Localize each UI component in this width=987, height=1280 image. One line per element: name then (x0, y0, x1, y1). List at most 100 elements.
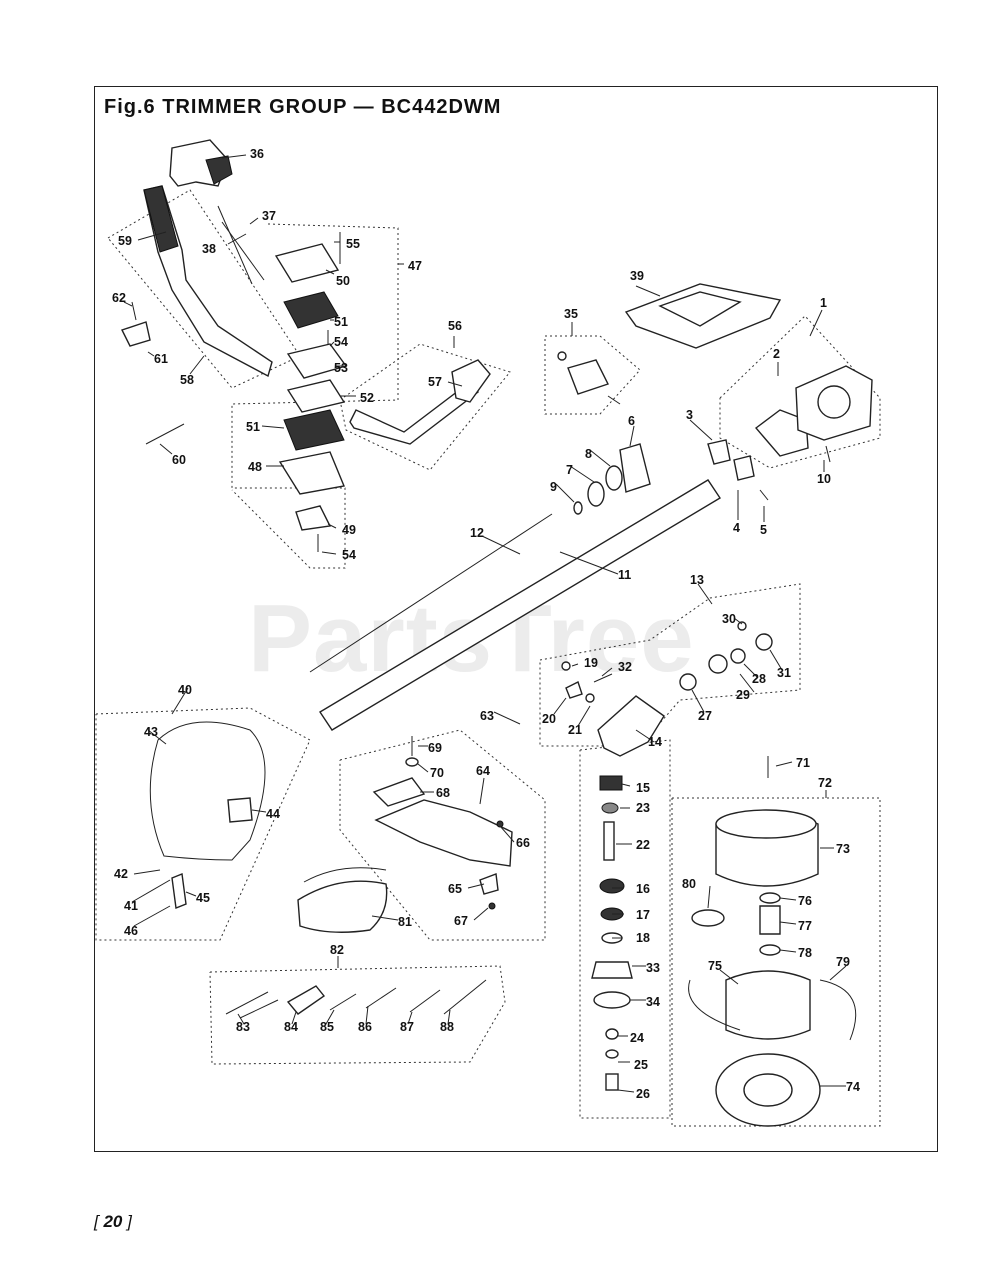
callout-14: 14 (648, 735, 662, 749)
clutch-housing-parts (754, 365, 873, 463)
callout-76: 76 (798, 894, 812, 908)
callout-61: 61 (154, 352, 168, 366)
callout-65: 65 (448, 882, 462, 896)
callout-29: 29 (736, 688, 750, 702)
callout-60: 60 (172, 453, 186, 467)
callout-52: 52 (360, 391, 374, 405)
callout-62: 62 (112, 291, 126, 305)
callout-30: 30 (722, 612, 736, 626)
callout-36: 36 (250, 147, 264, 161)
callout-5: 5 (760, 523, 767, 537)
callout-40: 40 (178, 683, 192, 697)
callout-47: 47 (408, 259, 422, 273)
callout-44: 44 (266, 807, 280, 821)
callout-88: 88 (440, 1020, 454, 1034)
callout-83: 83 (236, 1020, 250, 1034)
harness-parts (149, 721, 266, 909)
callout-58: 58 (180, 373, 194, 387)
leader-lines (123, 154, 847, 1093)
spindle-stack-parts (591, 775, 633, 1091)
callout-78: 78 (798, 946, 812, 960)
callout-23: 23 (636, 801, 650, 815)
page-number-value: 20 (103, 1212, 123, 1231)
callout-69: 69 (428, 741, 442, 755)
trimmer-head-parts (688, 756, 857, 1127)
callout-21: 21 (568, 723, 582, 737)
switch-group-parts (274, 232, 348, 552)
callout-51b: 51 (246, 420, 260, 434)
tool-kit-parts (225, 979, 487, 1019)
callout-38: 38 (202, 242, 216, 256)
callout-9: 9 (550, 480, 557, 494)
callout-66: 66 (516, 836, 530, 850)
callout-84: 84 (284, 1020, 298, 1034)
callout-33: 33 (646, 961, 660, 975)
callout-15: 15 (636, 781, 650, 795)
callout-11: 11 (618, 568, 631, 582)
diagram-frame (94, 86, 938, 1152)
callout-46: 46 (124, 924, 138, 938)
callout-86: 86 (358, 1020, 372, 1034)
callout-41: 41 (124, 899, 138, 913)
callout-68: 68 (436, 786, 450, 800)
callout-54: 54 (334, 335, 348, 349)
callout-28: 28 (752, 672, 766, 686)
callout-24: 24 (630, 1031, 644, 1045)
callout-22: 22 (636, 838, 650, 852)
callout-6: 6 (628, 414, 635, 428)
diagram-title: Fig.6 TRIMMER GROUP — BC442DWM (104, 96, 502, 118)
callout-4: 4 (733, 521, 740, 535)
callout-74: 74 (846, 1080, 860, 1094)
callout-72: 72 (818, 776, 832, 790)
callout-73: 73 (836, 842, 850, 856)
callout-27: 27 (698, 709, 712, 723)
callout-8: 8 (585, 447, 592, 461)
callout-70: 70 (430, 766, 444, 780)
callout-12: 12 (470, 526, 484, 540)
callout-43: 43 (144, 725, 158, 739)
callout-2: 2 (773, 347, 780, 361)
callout-82: 82 (330, 943, 344, 957)
callout-54b: 54 (342, 548, 356, 562)
callout-57: 57 (428, 375, 442, 389)
callout-32: 32 (618, 660, 632, 674)
callout-56: 56 (448, 319, 462, 333)
goggles-part (297, 867, 388, 933)
callout-71: 71 (796, 756, 810, 770)
callout-87: 87 (400, 1020, 414, 1034)
callout-13: 13 (690, 573, 704, 587)
callout-45: 45 (196, 891, 210, 905)
callout-17: 17 (636, 908, 650, 922)
callout-64: 64 (476, 764, 490, 778)
callout-81: 81 (398, 915, 412, 929)
callout-55: 55 (346, 237, 360, 251)
callout-48: 48 (248, 460, 262, 474)
callout-85: 85 (320, 1020, 334, 1034)
callout-7: 7 (566, 463, 573, 477)
loop-handle-parts (349, 359, 491, 445)
callout-59: 59 (118, 234, 132, 248)
callout-75: 75 (708, 959, 722, 973)
callout-19: 19 (584, 656, 598, 670)
callout-25: 25 (634, 1058, 648, 1072)
callout-3: 3 (686, 408, 693, 422)
group-outlines (95, 189, 881, 1127)
callout-20: 20 (542, 712, 556, 726)
callout-49: 49 (342, 523, 356, 537)
callout-18: 18 (636, 931, 650, 945)
page-number: [ 20 ] (94, 1212, 132, 1231)
callout-35: 35 (564, 307, 578, 321)
callout-34: 34 (646, 995, 660, 1009)
callout-37: 37 (262, 209, 276, 223)
guard-parts (372, 736, 513, 910)
callout-77: 77 (798, 919, 812, 933)
callout-16: 16 (636, 882, 650, 896)
callout-1: 1 (820, 296, 827, 310)
callout-39: 39 (630, 269, 644, 283)
callout-63: 63 (480, 709, 494, 723)
throttle-handle-parts (121, 139, 273, 445)
shaft-parts (309, 439, 769, 731)
callout-51: 51 (334, 315, 348, 329)
